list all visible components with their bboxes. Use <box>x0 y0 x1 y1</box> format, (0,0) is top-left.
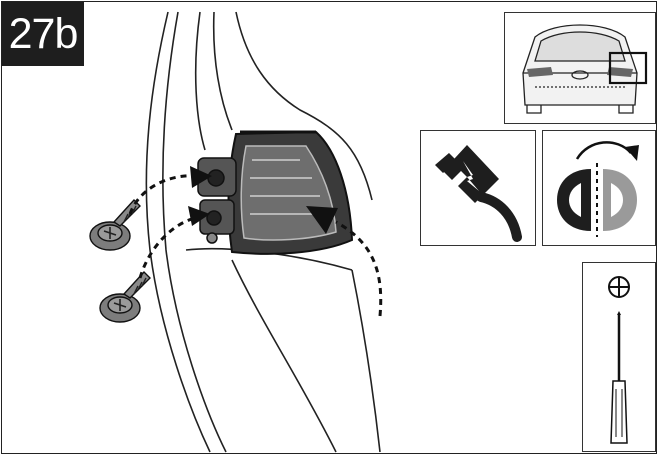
car-rear-locator-icon <box>505 13 654 122</box>
screw-lower <box>100 272 150 322</box>
disconnect-connector-panel <box>420 130 536 246</box>
electrical-plug-disconnect-icon <box>421 131 534 244</box>
phillips-head-symbol <box>609 277 629 297</box>
tail-lamp-assembly <box>229 132 352 254</box>
phillips-screwdriver-icon <box>583 263 654 450</box>
rotate-clip-icon <box>543 131 654 244</box>
tool-panel <box>582 262 656 452</box>
rotate-clip-panel <box>542 130 656 246</box>
screw-upper <box>90 200 140 250</box>
lamp-mounting-bracket <box>198 158 236 243</box>
tail-lamp-removal-illustration <box>60 8 420 454</box>
vehicle-locator-panel <box>504 12 656 124</box>
